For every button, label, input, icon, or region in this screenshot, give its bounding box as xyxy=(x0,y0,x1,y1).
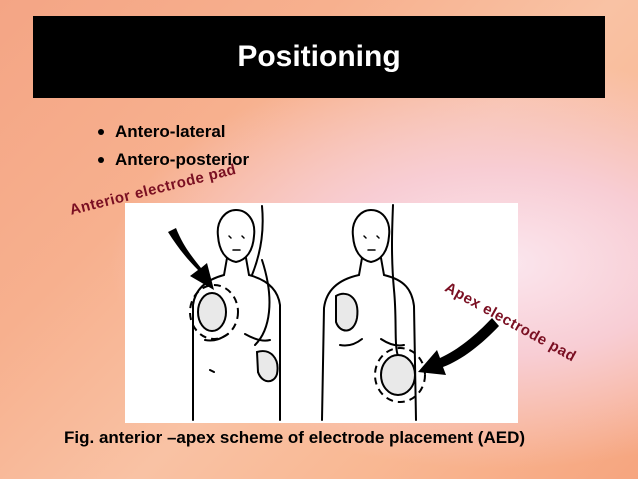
head-outline xyxy=(216,209,256,263)
apex-pad-icon xyxy=(380,354,416,396)
torso-figure-right xyxy=(321,204,417,421)
arrow-icon xyxy=(168,228,214,290)
bullet-item: Antero-posterior xyxy=(98,146,249,174)
bullet-item: Antero-lateral xyxy=(98,118,249,146)
pad-highlight-circle xyxy=(189,284,239,340)
bullet-list: Antero-lateral Antero-posterior xyxy=(98,118,249,174)
slide-title: Positioning xyxy=(237,40,401,73)
bullet-dot-icon xyxy=(98,129,104,135)
anterior-pad-icon xyxy=(335,292,359,332)
anterior-pad-icon xyxy=(197,292,227,332)
title-bar: Positioning xyxy=(33,16,605,98)
bullet-text: Antero-posterior xyxy=(115,150,250,169)
arrow-icon xyxy=(418,318,499,375)
apex-pad-icon xyxy=(255,350,279,383)
bullet-text: Antero-lateral xyxy=(115,122,226,141)
figure-caption: Fig. anterior –apex scheme of electrode … xyxy=(64,428,526,447)
bullet-dot-icon xyxy=(98,157,104,163)
head-outline xyxy=(351,209,391,263)
pad-highlight-circle xyxy=(374,347,426,403)
